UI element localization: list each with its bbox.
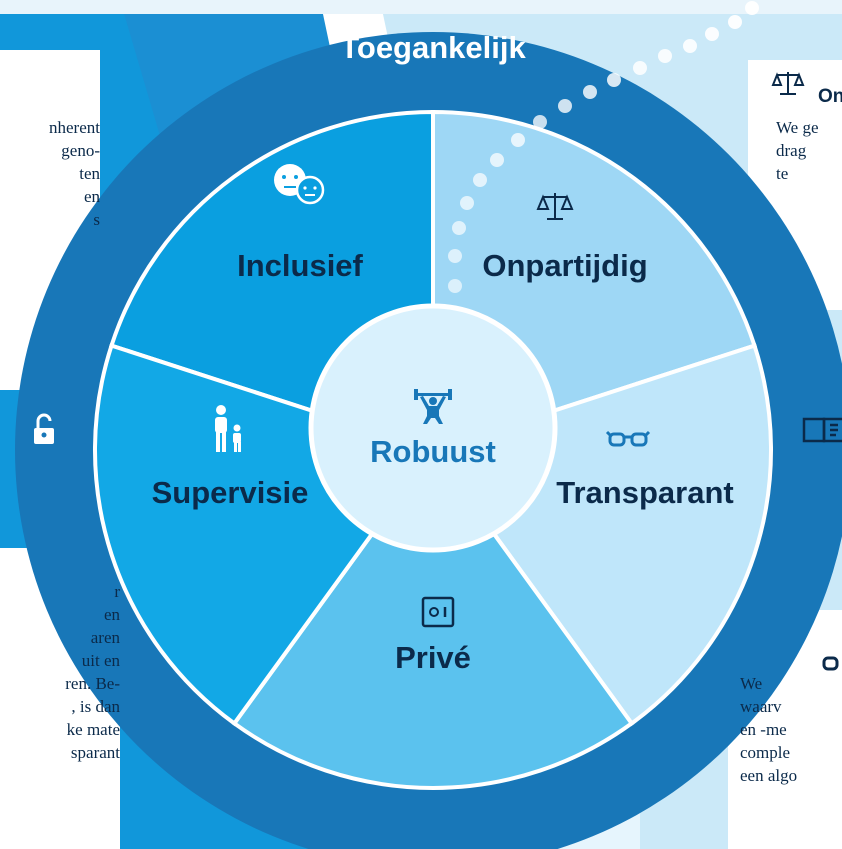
arc-dot [728,15,742,29]
left-bottom-text: r en aren uit en ren. Be- , is dan ke mate spar… [0,580,120,764]
adult-child-icon [215,405,241,452]
text-line: een algo [740,766,798,785]
text-line: ren. Be- [65,674,120,693]
arc-dot [448,279,462,293]
label-onpartijdig: Onpartijdig [482,248,647,283]
text-line: en [103,605,120,624]
text-line: ten [79,164,100,183]
arc-dot [452,221,466,235]
arc-dot [745,1,759,15]
text-line: geno- [61,141,100,160]
text-line: en [83,187,100,206]
dotted-arc [448,1,759,293]
right-top-heading: On [818,86,842,107]
safe-icon [421,596,455,628]
center-circle [308,303,558,553]
weightlifter-icon [414,389,452,424]
label-transparant: Transparant [556,475,733,510]
arc-dot [490,153,504,167]
text-line: te [776,164,789,183]
scales-heading-icon [771,72,805,95]
faces-icon [274,164,325,205]
text-line: , is dan [71,697,120,716]
text-line: ke mate [66,720,120,739]
padlock-icon [34,413,54,444]
text-line: comple [740,743,791,762]
arc-dot [607,73,621,87]
scales-icon [536,193,574,220]
label-prive: Privé [395,640,471,675]
left-top-text: nherent geno-ten en s [0,116,100,231]
arc-dot [633,61,647,75]
arc-dot [473,173,487,187]
glasses-icon [605,430,651,447]
text-line: aren [90,628,120,647]
arc-dot [511,133,525,147]
text-line: nherent [49,118,100,137]
arc-dot [683,39,697,53]
text-line: en -me [740,720,787,739]
text-line: drag [776,141,807,160]
ring-label: Toegankelijk [340,30,526,65]
text-line: We [740,674,763,693]
glasses-heading-icon [822,656,839,671]
book-icon [802,417,842,443]
text-line: sparant [70,743,120,762]
segment-prive [231,446,635,790]
center-label: Robuust [370,434,496,469]
arc-dot [558,99,572,113]
arc-dot [460,196,474,210]
arc-dot [658,49,672,63]
right-bottom-text: We waarv en -me comple een algo [740,672,842,787]
arc-dot [705,27,719,41]
label-inclusief: Inclusief [237,248,363,283]
arc-dot [448,249,462,263]
right-top-text: We ge drag te [776,116,842,185]
text-line: uit en [81,651,120,670]
text-line: waarv [740,697,782,716]
label-supervisie: Supervisie [152,475,309,510]
text-line: We ge [776,118,819,137]
top-strip [0,0,842,14]
arc-dot [583,85,597,99]
text-line: s [93,210,100,229]
text-line: r [114,582,120,601]
arc-dot [533,115,547,129]
